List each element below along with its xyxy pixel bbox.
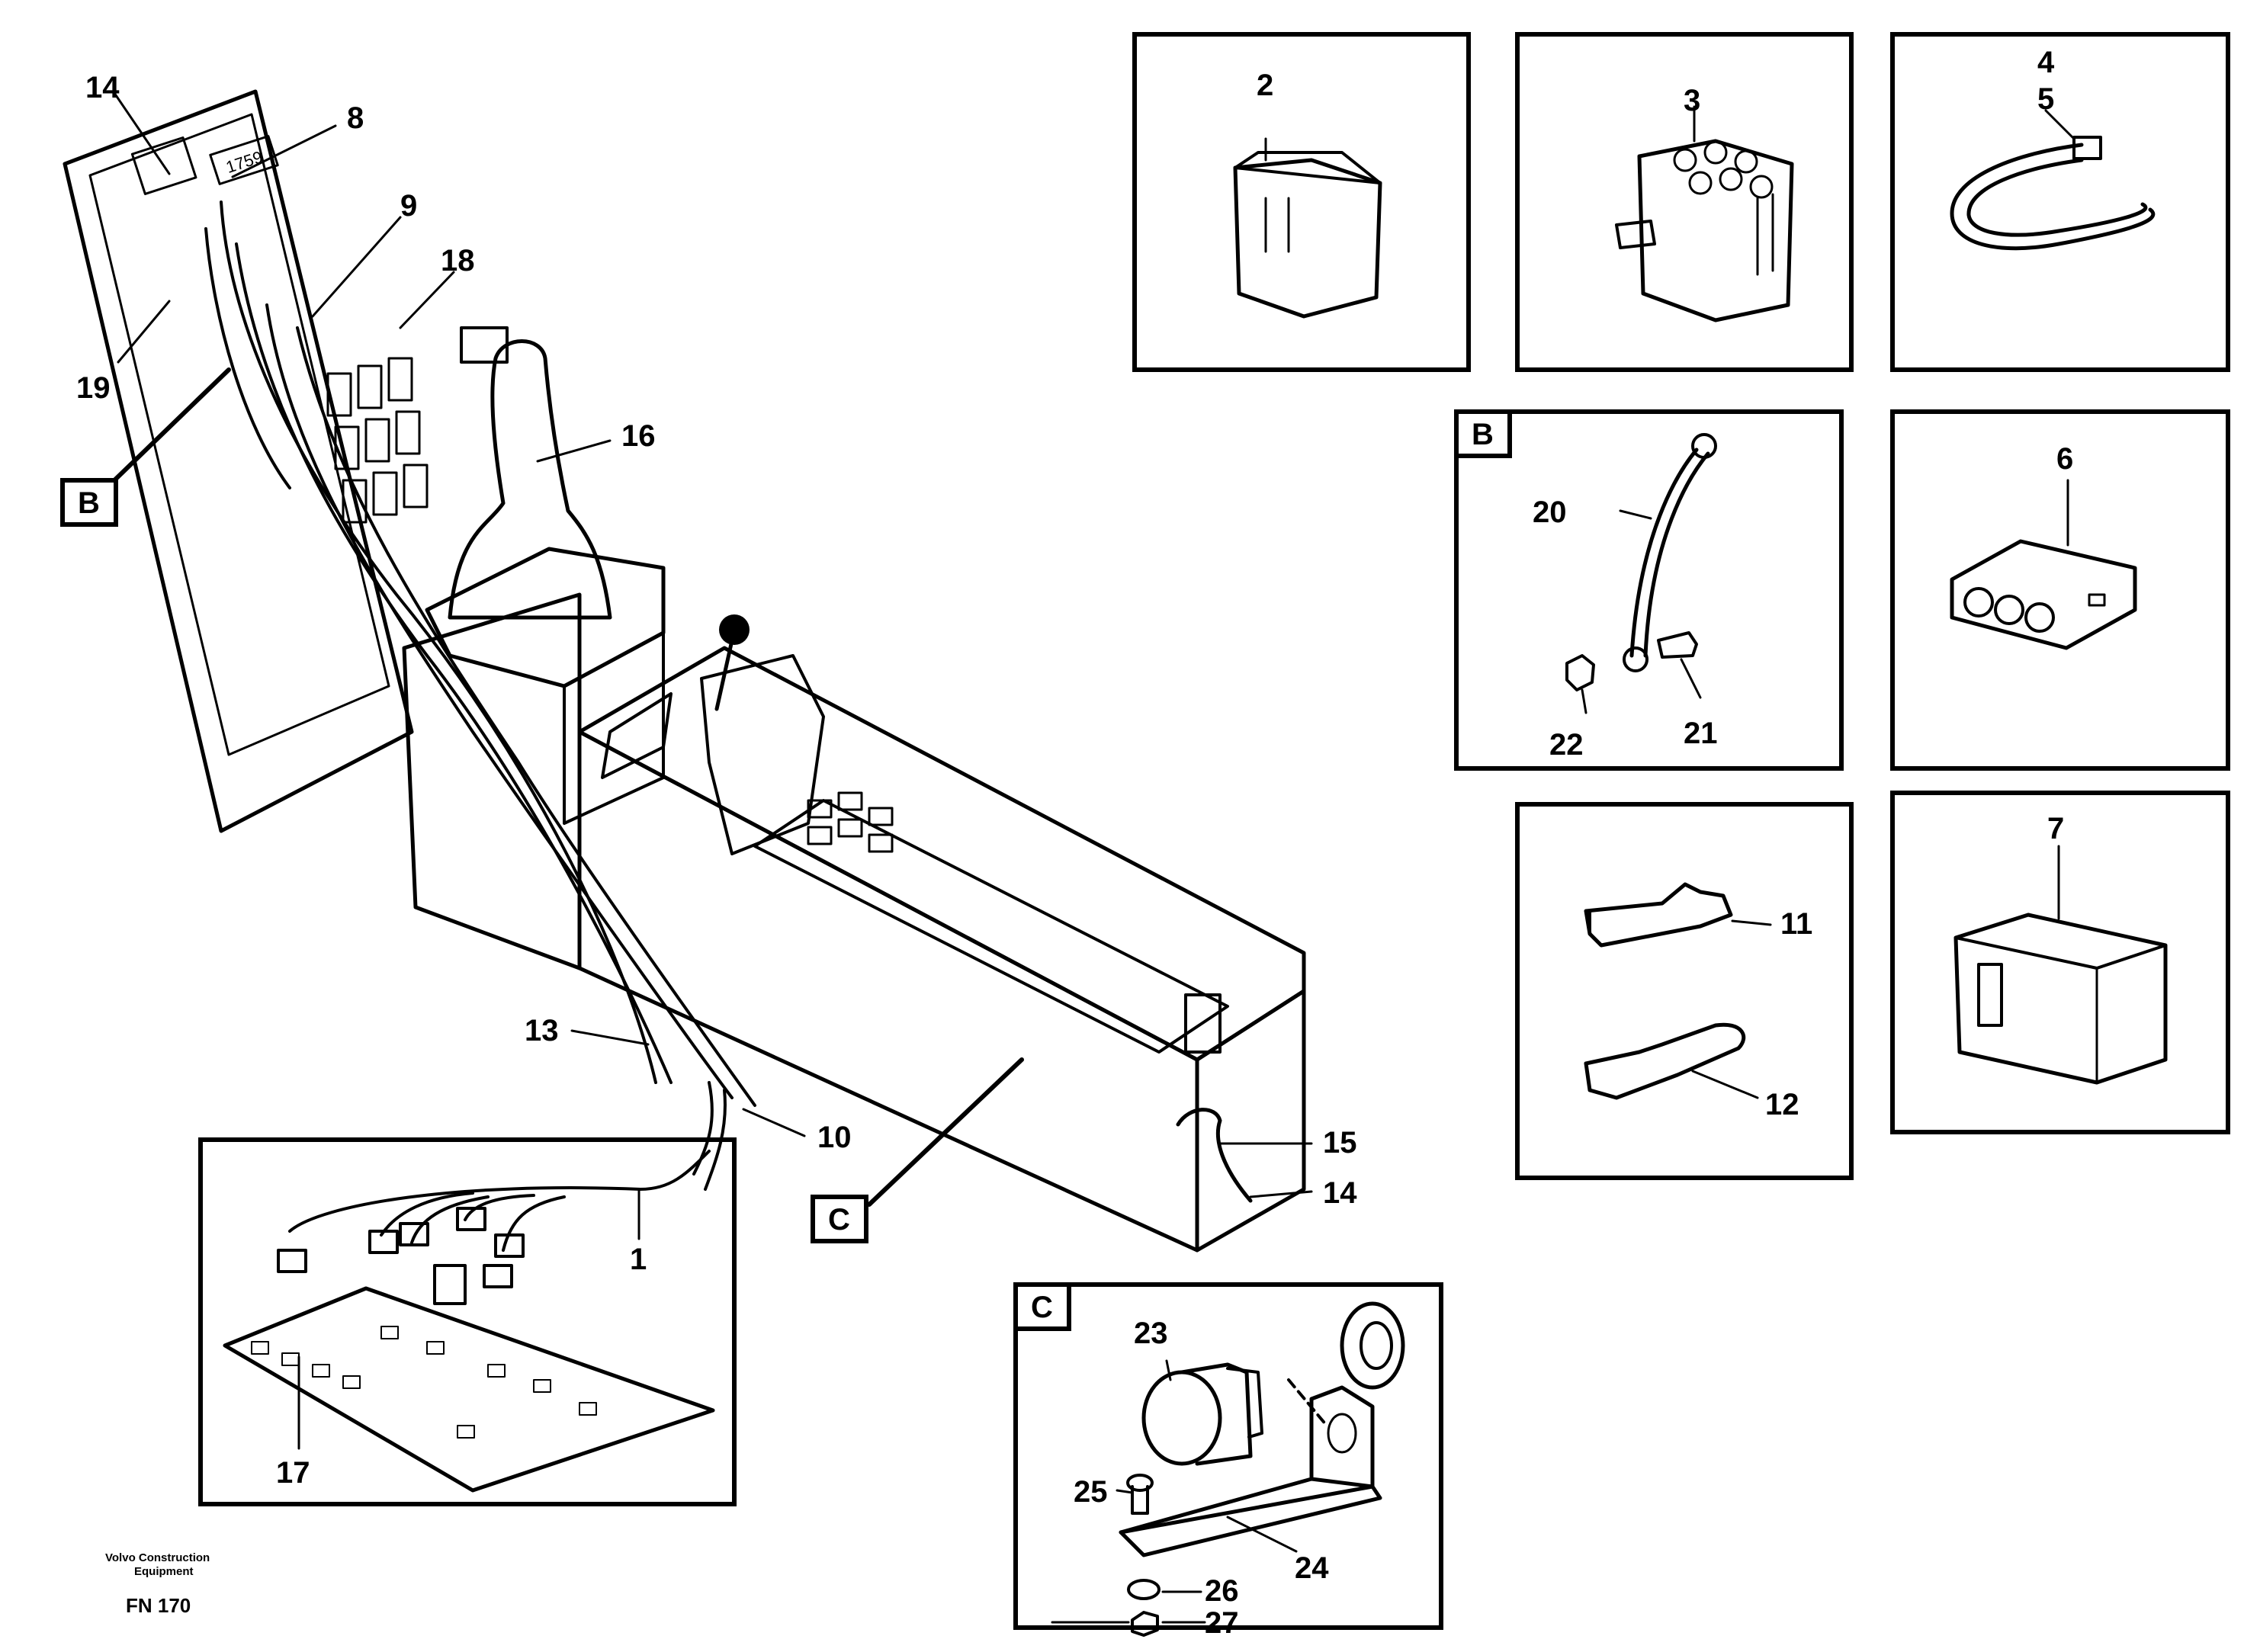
main-leaders bbox=[112, 94, 1313, 1207]
detail-box-ground-strap: B bbox=[1454, 409, 1844, 771]
callout-2: 2 bbox=[1257, 69, 1273, 102]
callout-18: 18 bbox=[441, 244, 475, 277]
callout-11: 11 bbox=[1780, 907, 1812, 941]
callout-10: 10 bbox=[817, 1121, 852, 1154]
cable-harness bbox=[204, 200, 756, 1191]
callout-25: 25 bbox=[1074, 1475, 1108, 1509]
footer-company-line2: Equipment bbox=[134, 1565, 194, 1578]
lever-knob bbox=[719, 614, 750, 645]
callout-8: 8 bbox=[347, 101, 364, 135]
callout-13: 13 bbox=[525, 1014, 559, 1047]
detail-box-sensor-bracket: C bbox=[1013, 1282, 1443, 1637]
callout-6: 6 bbox=[2056, 442, 2073, 476]
svg-text:C: C bbox=[828, 1203, 850, 1237]
callout-3: 3 bbox=[1684, 84, 1700, 117]
detail-box-circuit-board bbox=[198, 1137, 737, 1506]
callout-21: 21 bbox=[1684, 717, 1718, 750]
callout-22: 22 bbox=[1549, 728, 1584, 762]
view-label-b-box: B bbox=[1472, 418, 1494, 451]
detail-box-three-pin-plug bbox=[1890, 409, 2230, 771]
callout-14-top: 14 bbox=[85, 71, 120, 104]
rocker-switches bbox=[326, 357, 429, 524]
keypad bbox=[807, 791, 894, 853]
footer: Volvo Construction Equipment FN 170 bbox=[105, 1551, 210, 1617]
callout-12: 12 bbox=[1765, 1088, 1799, 1121]
callout-9: 9 bbox=[400, 189, 417, 223]
svg-text:B: B bbox=[78, 486, 100, 520]
callout-15: 15 bbox=[1323, 1126, 1357, 1160]
view-label-c-box: C bbox=[1031, 1291, 1053, 1324]
joystick bbox=[425, 326, 666, 825]
console-assembly: 1759 bbox=[63, 89, 1306, 1253]
callout-23: 23 bbox=[1134, 1317, 1168, 1350]
detail-box-terminals bbox=[1515, 802, 1854, 1180]
view-label-b-main: B bbox=[60, 478, 118, 527]
callout-5: 5 bbox=[2037, 82, 2054, 116]
detail-box-relay-housing bbox=[1890, 791, 2230, 1134]
callout-1: 1 bbox=[630, 1243, 647, 1276]
callout-26: 26 bbox=[1205, 1574, 1239, 1608]
view-label-c-main: C bbox=[811, 1195, 868, 1243]
callout-17: 17 bbox=[276, 1456, 310, 1490]
callout-19: 19 bbox=[76, 371, 111, 405]
detail-box-relay bbox=[1132, 32, 1471, 372]
callout-4: 4 bbox=[2037, 46, 2055, 79]
figure-code: FN 170 bbox=[126, 1594, 191, 1617]
armrest-console bbox=[577, 614, 1306, 1253]
callout-14-bottom: 14 bbox=[1323, 1176, 1357, 1210]
detail-box-connector-housing bbox=[1515, 32, 1854, 372]
callout-27: 27 bbox=[1205, 1606, 1239, 1640]
callout-20: 20 bbox=[1533, 496, 1567, 529]
detail-box-cable-tie bbox=[1890, 32, 2230, 372]
callout-24: 24 bbox=[1295, 1551, 1329, 1585]
callout-16: 16 bbox=[621, 419, 656, 453]
footer-company-line1: Volvo Construction bbox=[105, 1551, 210, 1564]
callout-7: 7 bbox=[2047, 812, 2064, 845]
